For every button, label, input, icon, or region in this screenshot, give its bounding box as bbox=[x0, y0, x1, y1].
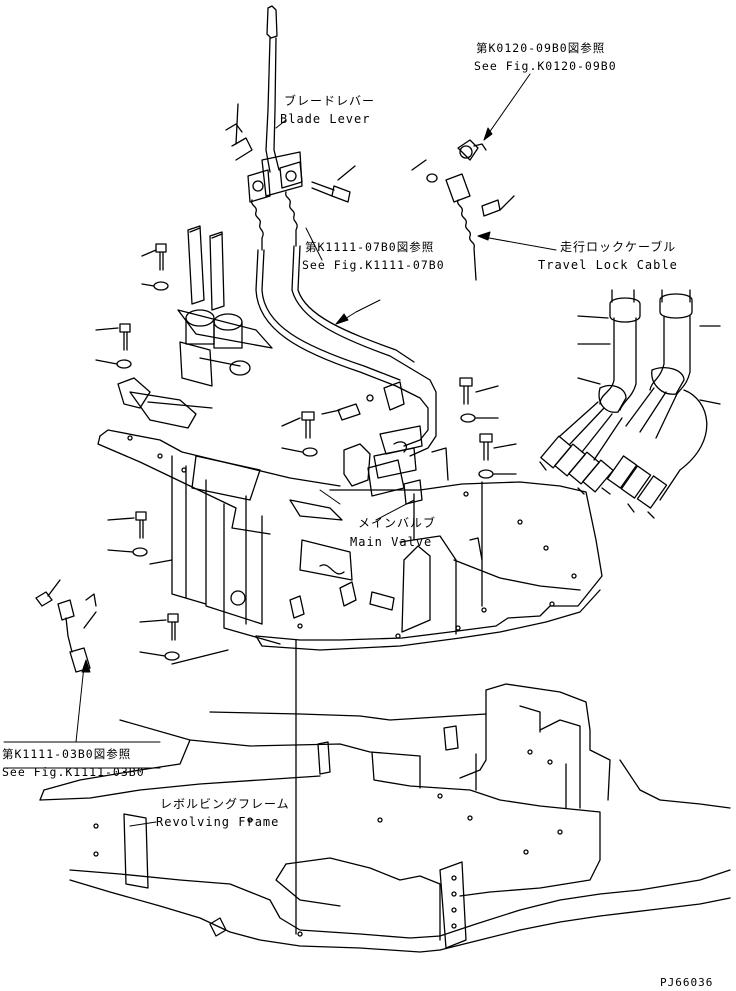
revolving-frame-label-jp: レボルビングフレーム bbox=[160, 797, 290, 811]
main-valve-label-en: Main Valve bbox=[350, 535, 433, 549]
cable-clamp bbox=[322, 382, 404, 420]
main-valve bbox=[344, 426, 448, 504]
ref-k1111-03-label-jp: 第K1111-03B0図参照 bbox=[2, 747, 132, 761]
revolving-frame-label-en: Revolving Frame bbox=[156, 815, 280, 829]
bolt bbox=[312, 166, 355, 202]
drawing-code: PJ66036 bbox=[660, 976, 714, 989]
ref-k0120-label-jp: 第K0120-09B0図参照 bbox=[476, 41, 606, 55]
revolving-frame bbox=[40, 684, 730, 952]
ppc-valve bbox=[178, 226, 272, 386]
ref-k0120-label-en: See Fig.K0120-09B0 bbox=[474, 59, 617, 73]
ref-k1111-07-label-jp: 第K1111-07B0図参照 bbox=[305, 240, 435, 254]
bolts-washers-left bbox=[96, 244, 179, 660]
floor-frame bbox=[98, 378, 394, 644]
main-valve-label-jp: メインバルブ bbox=[358, 516, 437, 530]
blade-lever bbox=[226, 6, 302, 202]
hydraulic-hoses bbox=[540, 290, 720, 518]
travel-lock-cable-label-jp: 走行ロックケーブル bbox=[560, 240, 677, 254]
switch-harness bbox=[36, 580, 96, 672]
blade-lever-label-en: Blade Lever bbox=[280, 112, 371, 126]
blade-lever-label-jp: ブレードレバー bbox=[284, 94, 376, 108]
floor-plate bbox=[128, 436, 602, 934]
blade-lever-cables bbox=[252, 192, 436, 456]
bolts-washers-center bbox=[282, 378, 516, 478]
travel-lock-cable bbox=[412, 140, 514, 280]
leader-lines bbox=[4, 74, 556, 826]
ref-k1111-03-label-en: See Fig.K1111-03B0 bbox=[2, 765, 145, 779]
ref-k1111-07-label-en: See Fig.K1111-07B0 bbox=[302, 258, 445, 272]
travel-lock-cable-label-en: Travel Lock Cable bbox=[538, 258, 678, 272]
